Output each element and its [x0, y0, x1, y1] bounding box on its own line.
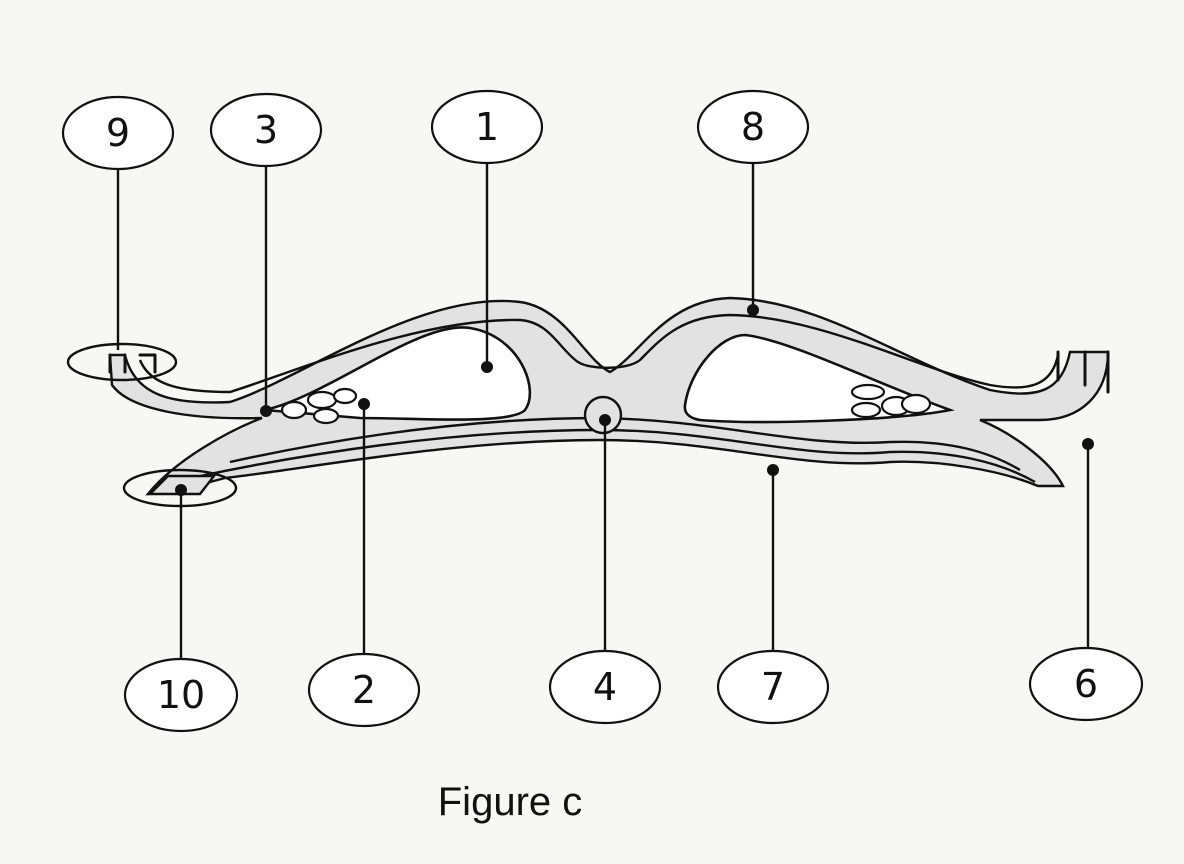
left-upper-end-ring	[66, 342, 178, 382]
dot-8	[747, 304, 759, 316]
dot-4	[599, 414, 611, 426]
callout-9: 9	[61, 95, 175, 171]
callout-9-label: 9	[106, 111, 130, 155]
lower-wall-inner	[229, 416, 1021, 472]
left-oval-4	[332, 387, 358, 405]
dot-2	[358, 398, 370, 410]
left-upper-end	[108, 353, 157, 374]
callout-7-label: 7	[761, 665, 785, 709]
callout-6: 6	[1028, 646, 1144, 722]
dot-1	[481, 361, 493, 373]
callout-4-label: 4	[593, 665, 617, 709]
callout-10-label: 10	[157, 673, 205, 717]
callout-8-label: 8	[741, 105, 765, 149]
callout-2-label: 2	[352, 668, 376, 712]
callout-2: 2	[307, 652, 421, 728]
right-oval-2	[850, 401, 882, 419]
callout-10: 10	[123, 657, 239, 733]
dot-10	[175, 484, 187, 496]
dot-3	[260, 405, 272, 417]
dot-6	[1082, 438, 1094, 450]
callout-3: 3	[209, 92, 323, 168]
callout-3-label: 3	[254, 108, 278, 152]
right-oval-1	[850, 383, 886, 401]
callout-7: 7	[716, 649, 830, 725]
callout-8: 8	[696, 89, 810, 165]
right-oval-4	[900, 393, 932, 415]
callout-1-label: 1	[475, 105, 499, 149]
figure-caption: Figure c	[437, 780, 583, 824]
upper-wall-outer	[138, 313, 1060, 394]
callout-1: 1	[430, 89, 544, 165]
right-upper-end	[1056, 350, 1110, 394]
callout-6-label: 6	[1074, 662, 1098, 706]
lower-wall	[199, 428, 1036, 484]
left-oval-2	[306, 390, 338, 410]
left-oval-1	[280, 400, 308, 420]
outer-band	[108, 296, 1110, 496]
left-oval-3	[312, 407, 340, 425]
dot-7	[767, 464, 779, 476]
callout-4: 4	[548, 649, 662, 725]
